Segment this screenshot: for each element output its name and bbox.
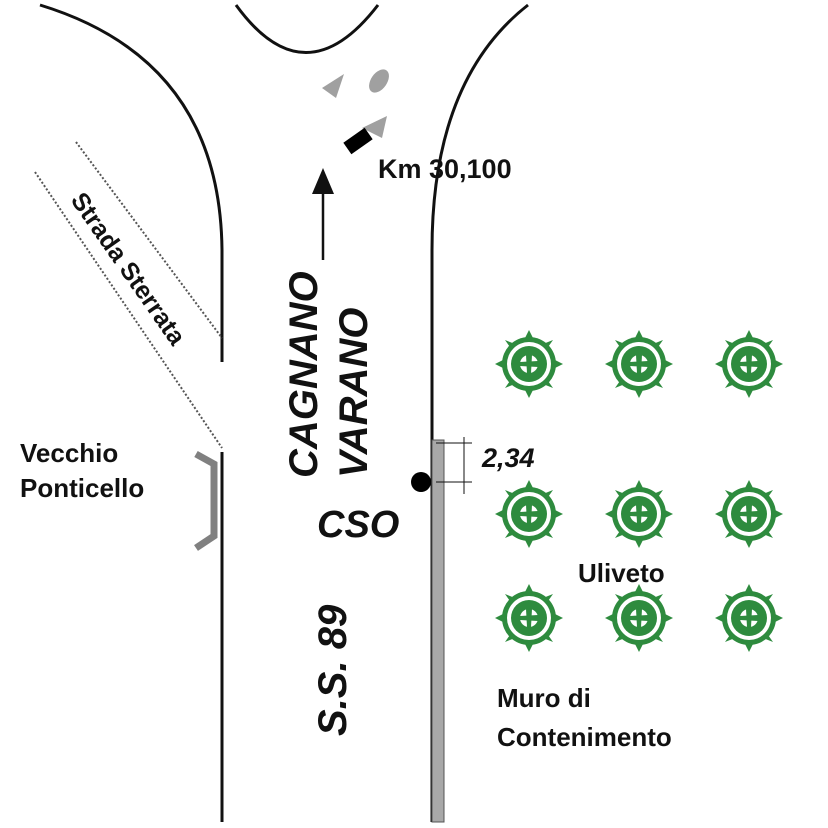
olive-tree-icon [715, 480, 783, 548]
old-bridge-label-line1: Vecchio [20, 438, 118, 468]
olive-tree-icon [715, 330, 783, 398]
cso-label: CSO [317, 504, 399, 546]
km-label: Km 30,100 [378, 154, 512, 184]
dirt-road-label: Strada Sterrata [65, 187, 191, 351]
dirt-road-edge-upper [75, 141, 223, 339]
olive-tree-icon [495, 480, 563, 548]
olive-tree-icon [605, 584, 673, 652]
left-road-edge-upper [39, 3, 224, 362]
direction-arrow-head-icon [312, 168, 334, 194]
pointer-triangle-icon [362, 116, 387, 138]
right-road-edge [430, 3, 529, 822]
dirt-road-edge-lower [34, 171, 223, 449]
old-bridge-icon [194, 450, 218, 551]
island-oval-icon [369, 69, 389, 93]
cso-point-icon [411, 472, 431, 492]
top-road-curve [234, 4, 380, 54]
retaining-wall [431, 439, 445, 823]
cagnano-label: CAGNANO [282, 271, 326, 478]
olive-grove [495, 330, 783, 652]
olive-grove-label: Uliveto [578, 558, 665, 588]
retaining-wall-label-line2: Contenimento [497, 722, 672, 752]
olive-tree-icon [605, 330, 673, 398]
retaining-wall-label-line1: Muro di [497, 683, 591, 713]
varano-label: VARANO [332, 308, 376, 478]
olive-tree-icon [495, 330, 563, 398]
distance-label: 2,34 [481, 443, 535, 473]
km-marker-icon [343, 127, 373, 155]
old-bridge-label-line2: Ponticello [20, 473, 144, 503]
road-number-label: S.S. 89 [311, 604, 355, 736]
olive-tree-icon [605, 480, 673, 548]
olive-tree-icon [495, 584, 563, 652]
olive-tree-icon [715, 584, 783, 652]
island-triangle-icon [322, 74, 344, 98]
